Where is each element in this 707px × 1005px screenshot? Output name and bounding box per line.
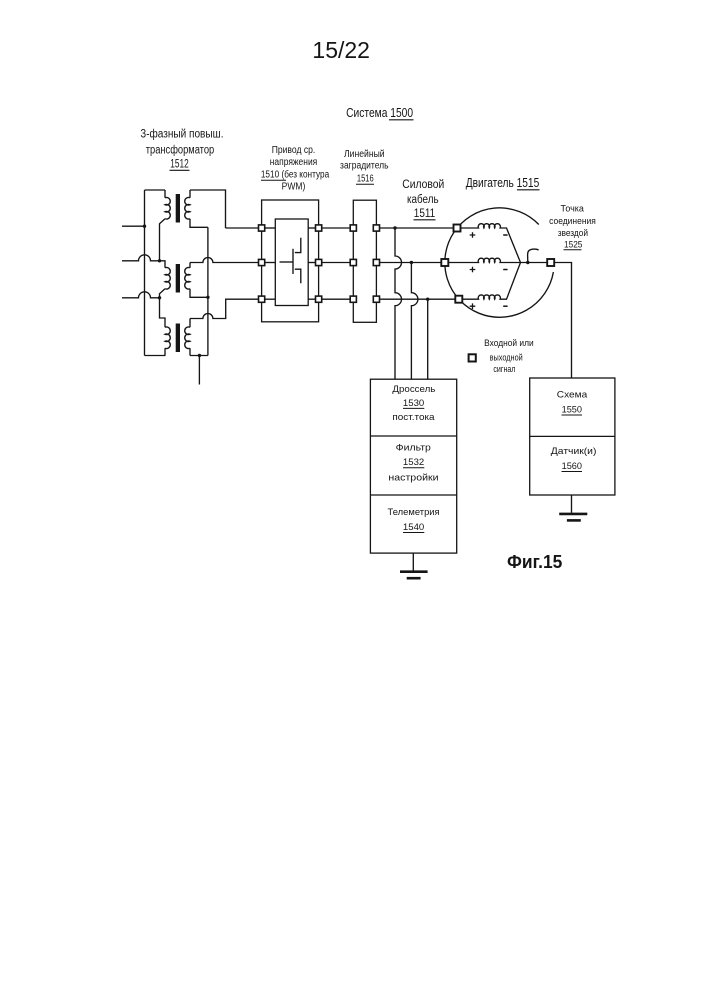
svg-text:3-фазный повыш.: 3-фазный повыш.: [141, 129, 224, 141]
svg-text:кабель: кабель: [407, 194, 439, 206]
svg-text:1510 (без контура: 1510 (без контура: [261, 169, 330, 181]
svg-text:соединения: соединения: [549, 216, 596, 226]
svg-text:1550: 1550: [562, 404, 582, 415]
svg-text:трансформатор: трансформатор: [146, 145, 215, 157]
svg-text:1512: 1512: [170, 159, 188, 171]
svg-text:Привод ср.: Привод ср.: [272, 145, 316, 156]
svg-text:1525: 1525: [564, 239, 582, 249]
svg-text:пост.тока: пост.тока: [392, 412, 435, 423]
svg-text:PWM): PWM): [282, 182, 306, 193]
svg-text:Система 1500: Система 1500: [346, 105, 413, 120]
svg-text:Силовой: Силовой: [402, 179, 444, 191]
svg-text:Дроссель: Дроссель: [392, 384, 435, 395]
svg-text:1560: 1560: [562, 461, 582, 472]
svg-text:напряжения: напряжения: [270, 157, 318, 168]
svg-text:Схема: Схема: [557, 390, 588, 401]
svg-text:сигнал: сигнал: [493, 364, 515, 374]
svg-text:1511: 1511: [414, 208, 435, 220]
svg-text:Двигатель 1515: Двигатель 1515: [466, 176, 540, 190]
svg-text:1516: 1516: [357, 174, 374, 185]
svg-text:звездой: звездой: [558, 228, 588, 238]
svg-text:Датчик(и): Датчик(и): [551, 446, 597, 457]
svg-text:Точка: Точка: [561, 203, 584, 213]
svg-text:Фиг.15: Фиг.15: [507, 552, 562, 572]
svg-text:Входной или: Входной или: [484, 338, 534, 348]
svg-text:выходной: выходной: [490, 352, 523, 362]
svg-text:Телеметрия: Телеметрия: [388, 507, 440, 518]
svg-text:настройки: настройки: [388, 472, 438, 483]
svg-text:Фильтр: Фильтр: [396, 443, 431, 454]
svg-text:1530: 1530: [403, 398, 424, 409]
svg-text:1540: 1540: [403, 522, 424, 533]
svg-text:заградитель: заградитель: [340, 161, 389, 172]
svg-text:Линейный: Линейный: [344, 149, 385, 160]
svg-text:1532: 1532: [403, 457, 424, 468]
svg-text:15/22: 15/22: [312, 37, 370, 63]
